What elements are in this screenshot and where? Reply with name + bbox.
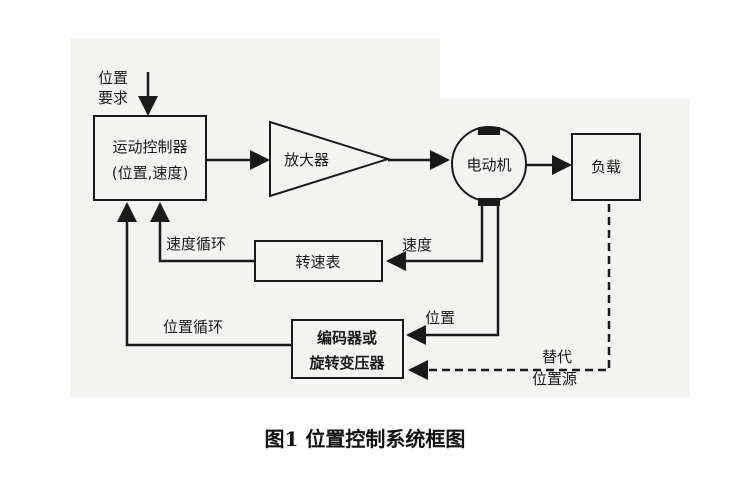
motor-label: 电动机	[466, 156, 511, 174]
motor-shaft	[478, 198, 500, 206]
controller-label-line1: 运动控制器	[112, 138, 187, 156]
tachometer-label: 转速表	[295, 253, 340, 271]
motion-controller-block	[93, 115, 207, 201]
alt-source-label-line1: 替代	[542, 348, 572, 366]
position-label: 位置	[425, 309, 455, 327]
motor-terminal	[478, 127, 500, 135]
alt-source-label-line2: 位置源	[532, 370, 577, 388]
figure-caption: 图1 位置控制系统框图	[265, 427, 466, 451]
load-label: 负载	[591, 158, 621, 176]
position-loop-label: 位置循环	[163, 318, 223, 336]
encoder-block	[291, 319, 404, 379]
encoder-label-line1: 编码器或	[317, 329, 377, 347]
motor-to-tachometer-line	[386, 206, 484, 271]
motor-to-encoder-line	[406, 206, 500, 345]
figure-paper	[70, 38, 690, 398]
controller-label-line2: (位置,速度)	[112, 164, 188, 182]
input-label-line2: 要求	[98, 89, 128, 107]
amplifier-label: 放大器	[284, 151, 329, 169]
speed-loop-label: 速度循环	[166, 235, 226, 253]
speed-label: 速度	[402, 236, 432, 254]
speed-loop-line	[150, 202, 255, 263]
encoder-label-line2: 旋转变压器	[308, 354, 385, 372]
load-block	[571, 133, 641, 201]
position-loop-line	[117, 202, 292, 347]
input-label-line1: 位置	[98, 69, 128, 87]
amplifier-triangle	[269, 120, 392, 198]
paper-blank-area	[440, 38, 690, 98]
alt-position-source-line	[408, 204, 611, 380]
